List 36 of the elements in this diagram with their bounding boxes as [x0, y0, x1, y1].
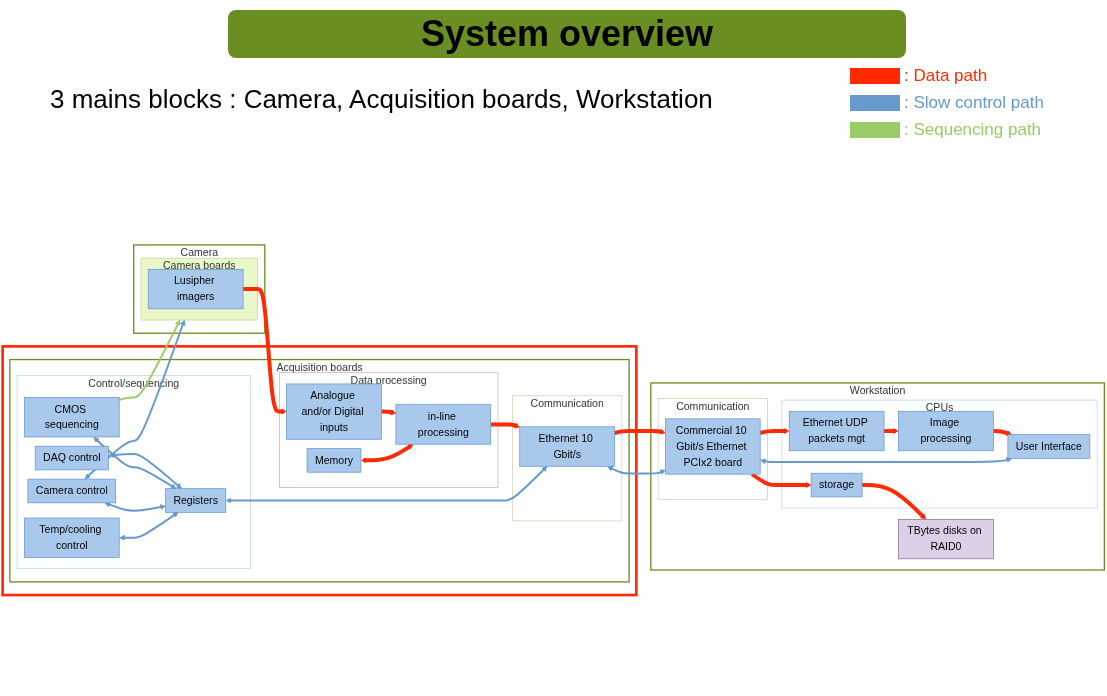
- node-box: CMOS sequencing: [24, 397, 120, 438]
- node-box: DAQ control: [34, 445, 109, 471]
- node-box: storage: [810, 472, 863, 498]
- node-box: Ethernet UDP packets mgt: [788, 410, 885, 452]
- arrow: [490, 422, 520, 429]
- node-box: Image processing: [898, 410, 994, 452]
- arrow: [862, 483, 927, 520]
- arrow: [360, 443, 414, 464]
- arrow: [104, 502, 166, 512]
- arrow: [93, 436, 177, 489]
- node-box: Commercial 10 Gbit/s Ethernet PCIx2 board: [665, 418, 761, 475]
- arrow: [613, 428, 666, 435]
- arrow: [760, 457, 1013, 465]
- node-box: Memory: [306, 448, 362, 473]
- node-box: Ethernet 10 Gbit/s: [519, 426, 615, 467]
- arrow: [607, 466, 666, 475]
- node-box: Temp/cooling control: [24, 517, 120, 558]
- arrow: [225, 466, 548, 504]
- legend-label: : Data path: [904, 65, 988, 86]
- arrow: [84, 319, 186, 480]
- legend-label: : Slow control path: [904, 92, 1044, 113]
- arrow: [119, 512, 179, 541]
- node-box: Registers: [165, 488, 227, 513]
- bullet-text: 3 mains blocks : Camera, Acquisition boards, Workstation: [50, 84, 713, 115]
- node-box: Analogue and/or Digital inputs: [286, 383, 382, 440]
- arrow: [242, 287, 287, 415]
- arrow: [380, 409, 397, 415]
- title-banner: System overview: [228, 10, 906, 58]
- node-box: in-line processing: [395, 404, 492, 445]
- legend-label: : Sequencing path: [904, 119, 1042, 140]
- node-box: TBytes disks on RAID0: [898, 518, 994, 560]
- node-box: User Interface: [1007, 434, 1091, 459]
- node-box: Lusipher imagers: [147, 269, 244, 310]
- arrow: [992, 429, 1013, 436]
- arrow: [759, 428, 790, 435]
- node-box: Camera control: [27, 478, 117, 504]
